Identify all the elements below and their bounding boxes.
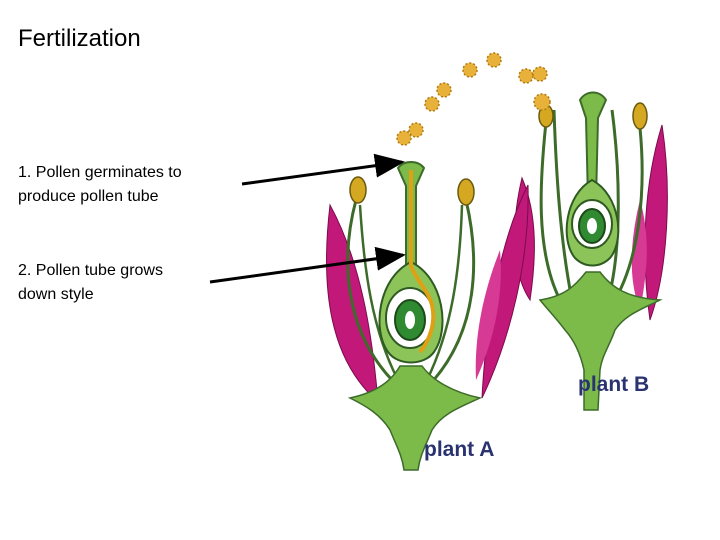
plant-b-filament-4 bbox=[552, 109, 574, 301]
plant-a-filament-2 bbox=[430, 199, 476, 383]
pollen-grain bbox=[486, 52, 502, 68]
plant-b-ovule-center bbox=[587, 218, 597, 234]
plant-b-filament-1 bbox=[539, 121, 562, 301]
arrow-step-2 bbox=[209, 246, 406, 284]
plant-b-label: plant B bbox=[578, 373, 649, 396]
plant-a bbox=[326, 161, 529, 471]
arrow-step-1 bbox=[241, 153, 405, 186]
slide-title: Fertilization bbox=[18, 25, 141, 52]
step-2-line-1: 2. Pollen tube grows bbox=[18, 262, 163, 279]
plant-b-petal-right-2 bbox=[631, 200, 647, 310]
pollen-grain bbox=[436, 82, 452, 98]
plant-b bbox=[514, 91, 668, 411]
step-2-line-2: down style bbox=[18, 286, 94, 303]
pollen-tube bbox=[409, 170, 436, 354]
step-1-line-2: produce pollen tube bbox=[18, 188, 159, 205]
plant-b-filament-2 bbox=[610, 127, 644, 306]
pollen-grains bbox=[396, 52, 551, 146]
pollen-grain bbox=[532, 66, 548, 82]
plant-b-filament-3 bbox=[606, 109, 620, 301]
plant-a-filament-4 bbox=[424, 204, 464, 383]
step-2-text: 2. Pollen tube grows down style bbox=[18, 259, 228, 307]
pollen-grain bbox=[424, 96, 440, 112]
plant-b-receptacle bbox=[538, 271, 663, 411]
plant-a-filament-3 bbox=[358, 204, 400, 381]
pollen-grain bbox=[396, 130, 412, 146]
plant-a-ovule-center bbox=[405, 311, 415, 329]
plant-a-filament-1 bbox=[346, 199, 394, 382]
plant-a-petal-right-inner bbox=[475, 250, 501, 380]
plant-b-petal-right bbox=[644, 124, 668, 321]
step-1-line-1: 1. Pollen germinates to bbox=[18, 164, 182, 181]
plant-b-anther-2 bbox=[632, 102, 648, 130]
plant-a-petal-right bbox=[481, 184, 529, 399]
plant-a-label: plant A bbox=[424, 438, 494, 461]
plant-a-receptacle bbox=[347, 365, 483, 471]
pollen-grain bbox=[518, 68, 534, 84]
step-1-text: 1. Pollen germinates to produce pollen t… bbox=[18, 161, 228, 209]
pollen-grain bbox=[408, 122, 424, 138]
pollen-grain bbox=[533, 93, 551, 111]
plant-a-anther-2 bbox=[457, 178, 475, 206]
pollen-grain bbox=[462, 62, 478, 78]
plant-a-anther-1 bbox=[349, 176, 367, 204]
